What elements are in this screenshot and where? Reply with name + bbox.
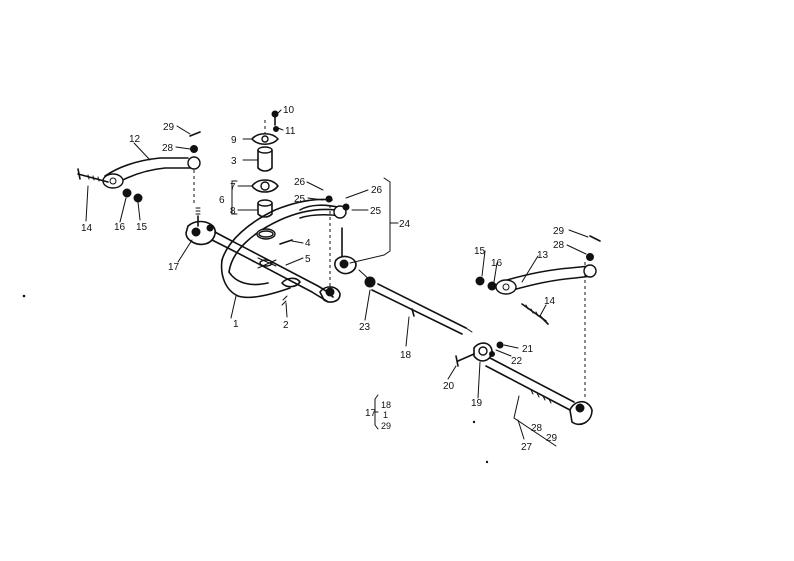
callout-8: 8 bbox=[230, 206, 236, 217]
callout-13: 13 bbox=[537, 250, 549, 261]
callout-1: 1 bbox=[233, 319, 239, 330]
right-steering-arm bbox=[475, 235, 601, 325]
callout-9: 9 bbox=[231, 135, 237, 146]
callout-16-left: 16 bbox=[114, 222, 126, 233]
callout-29-right: 29 bbox=[553, 226, 565, 237]
left-knuckle bbox=[185, 170, 216, 246]
callout-29-left: 29 bbox=[163, 122, 175, 133]
callout-18: 18 bbox=[400, 350, 412, 361]
callout-7: 7 bbox=[230, 182, 236, 193]
callout-2: 2 bbox=[283, 320, 289, 331]
callout-17: 17 bbox=[168, 262, 180, 273]
callout-16-right: 16 bbox=[491, 258, 503, 269]
specks bbox=[22, 294, 489, 464]
callout-14-left: 14 bbox=[81, 223, 93, 234]
kit-note-item-3: 29 bbox=[381, 421, 391, 431]
callout-25-right: 25 bbox=[370, 206, 382, 217]
tie-rod bbox=[485, 262, 593, 426]
axle-bolts bbox=[279, 239, 301, 306]
callout-19: 19 bbox=[471, 398, 483, 409]
drag-link bbox=[358, 269, 473, 335]
callout-11: 11 bbox=[285, 126, 296, 137]
callout-26-right: 26 bbox=[371, 185, 383, 196]
kit-note-main: 17 bbox=[365, 408, 377, 419]
kingpin-stack bbox=[251, 110, 279, 238]
callout-15-right: 15 bbox=[474, 246, 486, 257]
callout-21: 21 bbox=[522, 344, 534, 355]
callout-22: 22 bbox=[511, 356, 523, 367]
kit-note: 17 18 1 29 bbox=[365, 400, 391, 431]
callout-12: 12 bbox=[129, 134, 141, 145]
callout-28-left: 28 bbox=[162, 143, 174, 154]
leader-lines bbox=[85, 109, 589, 447]
callout-23: 23 bbox=[359, 322, 371, 333]
callout-26-left: 26 bbox=[294, 177, 306, 188]
callout-4: 4 bbox=[305, 238, 311, 249]
callout-20: 20 bbox=[443, 381, 455, 392]
callout-25-left: 25 bbox=[294, 194, 306, 205]
callout-27: 27 bbox=[521, 442, 533, 453]
left-steering-arm bbox=[77, 131, 201, 203]
callout-5: 5 bbox=[305, 254, 311, 265]
callout-28-right: 28 bbox=[553, 240, 565, 251]
kit-note-item-2: 1 bbox=[383, 410, 388, 420]
callout-28-bottom: 28 bbox=[531, 423, 543, 434]
callout-24: 24 bbox=[399, 219, 411, 230]
callout-15-left: 15 bbox=[136, 222, 148, 233]
callout-29-bottom: 29 bbox=[546, 433, 558, 444]
callout-10: 10 bbox=[283, 105, 295, 116]
callout-14-right: 14 bbox=[544, 296, 556, 307]
center-tie-rod-end bbox=[299, 195, 357, 303]
pitman-clamp bbox=[455, 341, 504, 367]
front-axle bbox=[211, 198, 337, 303]
callout-6: 6 bbox=[219, 195, 225, 206]
kit-note-item-1: 18 bbox=[381, 400, 391, 410]
callout-3: 3 bbox=[231, 156, 237, 167]
